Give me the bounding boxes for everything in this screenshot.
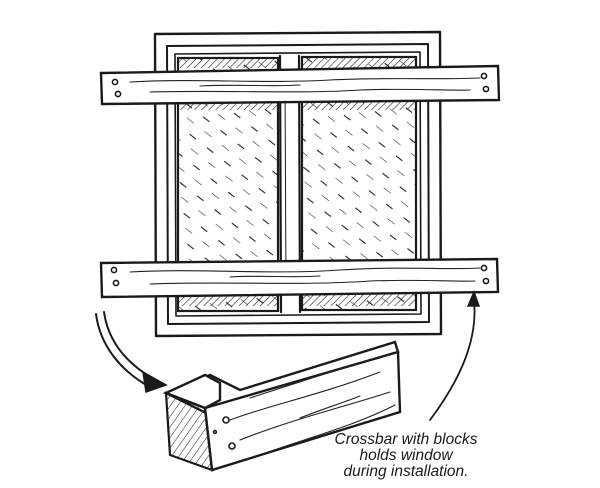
screw-icon bbox=[112, 279, 120, 287]
caption-line-2: holds window bbox=[359, 447, 453, 464]
curved-arrow-icon bbox=[95, 311, 168, 394]
screw-icon bbox=[110, 266, 118, 274]
caption-line-3: during installation. bbox=[343, 463, 469, 480]
screw-icon bbox=[480, 264, 488, 272]
bottom-crossbar bbox=[99, 257, 500, 299]
screw-icon bbox=[222, 416, 230, 424]
screw-icon bbox=[480, 72, 488, 80]
screw-icon bbox=[114, 90, 122, 98]
crossbar-detail-block bbox=[162, 340, 402, 472]
screw-icon bbox=[111, 78, 119, 86]
screw-icon bbox=[482, 277, 490, 285]
caption-line-1: Crossbar with blocks bbox=[334, 431, 478, 448]
screw-icon bbox=[228, 442, 236, 450]
caption: Crossbar with blocks holds window during… bbox=[306, 432, 506, 480]
screw-icon bbox=[482, 85, 490, 93]
window-frame bbox=[153, 30, 443, 338]
pointer-arrow-icon bbox=[429, 289, 481, 421]
top-crossbar bbox=[99, 64, 501, 106]
